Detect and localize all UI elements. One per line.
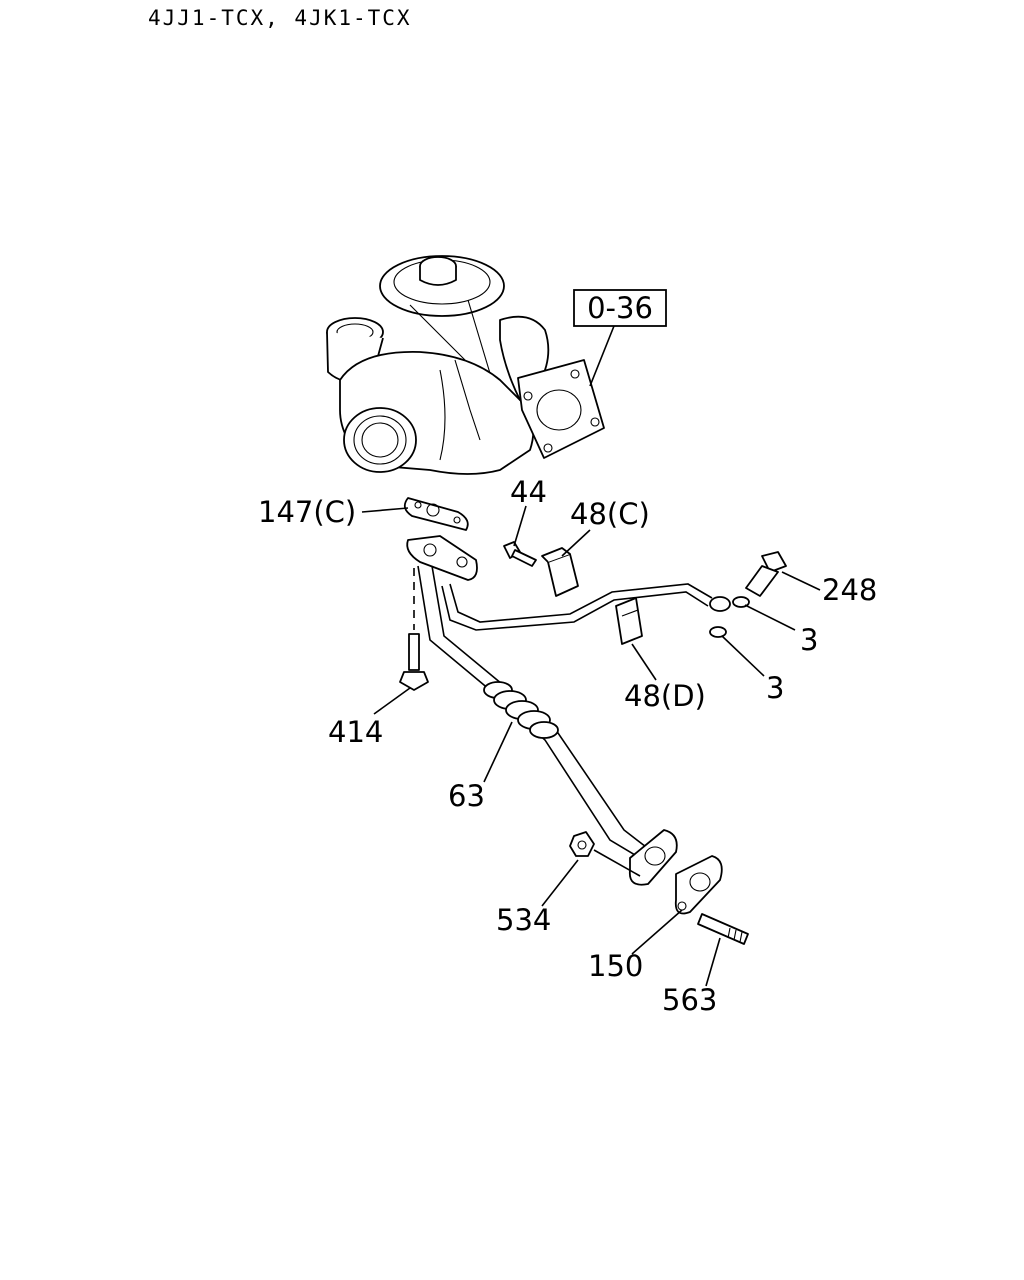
stud-563	[697, 913, 749, 945]
callout-bolt-414: 414	[328, 715, 383, 749]
gasket-150	[674, 855, 723, 915]
bolt-414	[399, 568, 429, 691]
callout-stud-563: 563	[662, 983, 717, 1017]
callout-bolt-248: 248	[822, 573, 877, 607]
clip-48c	[541, 547, 579, 597]
callout-bolt-44: 44	[510, 475, 547, 509]
oil-feed-tube-upper	[406, 535, 731, 631]
callout-gasket-150: 150	[588, 949, 643, 983]
callout-clip-48d: 48(D)	[624, 679, 706, 713]
washer-3-lower	[709, 626, 727, 638]
washer-3-upper	[732, 596, 750, 608]
callout-pipe-63: 63	[448, 779, 485, 813]
engine-model-header: 4JJ1-TCX, 4JK1-TCX	[148, 6, 412, 30]
oil-feed-gasket-147c	[403, 497, 469, 531]
turbocharger-reference: 0-36	[573, 289, 667, 387]
callout-gasket-147c: 147(C)	[258, 495, 356, 529]
callout-turbo-ref: 0-36	[587, 291, 653, 325]
clip-48d	[615, 597, 643, 645]
callout-clip-48c: 48(C)	[570, 497, 650, 531]
turbocharger-assembly	[326, 255, 605, 475]
bolt-44	[503, 541, 537, 567]
nut-534	[569, 831, 641, 877]
banjo-bolt-248	[745, 551, 787, 597]
callout-washer-3b: 3	[766, 671, 784, 705]
oil-return-pipe-63	[417, 565, 678, 886]
callout-washer-3a: 3	[800, 623, 818, 657]
callout-nut-534: 534	[496, 903, 551, 937]
